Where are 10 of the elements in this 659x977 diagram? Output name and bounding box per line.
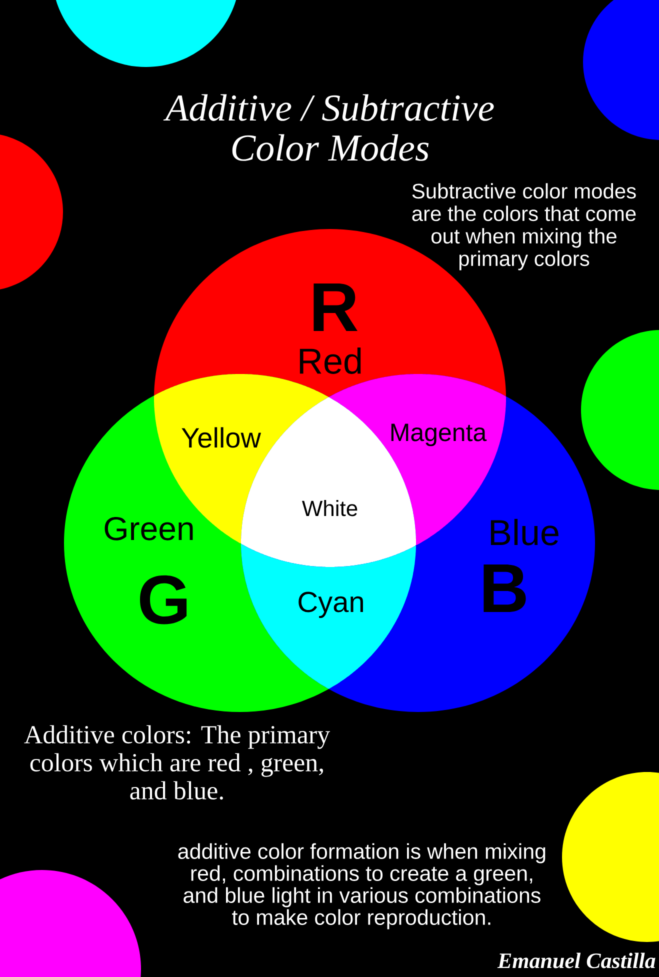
note-text: Additive colors: The primary colors which are red , green, and blue. (24, 725, 330, 800)
title: Additive / Subtractive Color Modes (163, 94, 494, 161)
author-signature: Emanuel Castilla (497, 952, 656, 968)
circle-letter: R (314, 284, 358, 331)
color-name: Red (300, 348, 361, 374)
overlap-region: Cyan (241, 544, 416, 689)
circle-letter: B (484, 564, 526, 612)
note-text: additive color formation is when mixing red, combinations to create a green, and blue light in various combinations to make color reproduction. (178, 843, 546, 930)
note-text: Subtractive color modes are the colors that come out when mixing the primary colors (412, 183, 636, 270)
circle-letter: G (140, 575, 187, 624)
